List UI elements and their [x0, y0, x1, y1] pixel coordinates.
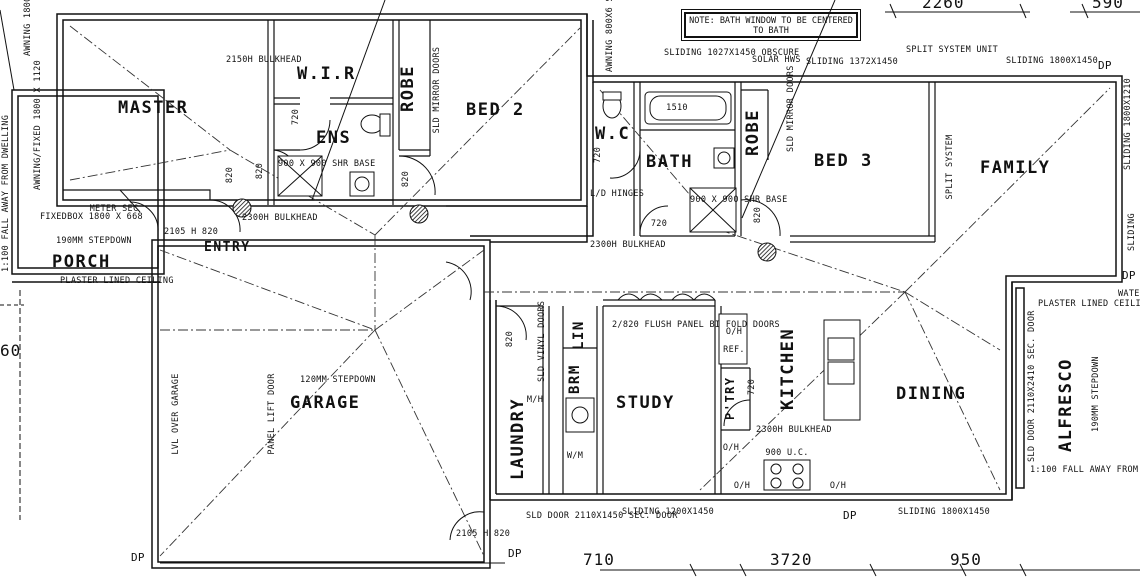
- room-entry: ENTRY: [204, 240, 251, 255]
- label-sld-door-alfresco: SLD DOOR 2110X2410 SEC. DOOR: [1027, 310, 1037, 462]
- label-820-bed3: 820: [753, 206, 763, 224]
- label-dp-right: DP: [1122, 269, 1136, 282]
- label-bulkhead-2300-bath: 2300H BULKHEAD: [590, 240, 666, 250]
- room-bed-3: BED 3: [814, 151, 873, 171]
- label-ref: REF.: [723, 345, 745, 355]
- room-brm: BRM: [567, 364, 583, 394]
- dim-590: 590: [1092, 0, 1124, 12]
- label-alfresco-fall: 1:100 FALL AWAY FROM DWELLING: [1030, 465, 1140, 475]
- room-wir: W.I.R: [297, 64, 356, 84]
- downpipe-markers: [232, 198, 777, 262]
- label-oh-4: O/H: [829, 481, 847, 491]
- room-porch: PORCH: [52, 252, 111, 272]
- room-family: FAMILY: [980, 158, 1051, 178]
- label-fold-doors: 2/820 FLUSH PANEL BI FOLD DOORS: [612, 320, 780, 330]
- label-shr-base-bath: 900 X 900 SHR BASE: [690, 195, 788, 205]
- label-sliding-bath: SLIDING 1027X1450 OBSCURE: [664, 48, 800, 58]
- label-820-wir: 820: [225, 166, 235, 184]
- room-laundry: LAUNDRY: [508, 397, 528, 480]
- label-alfresco-stepdown: 190MM STEPDOWN: [1091, 356, 1101, 432]
- door-swings: [129, 119, 781, 541]
- fixtures: [277, 91, 861, 491]
- label-sld-door-laundry: SLD DOOR 2110X1450 SEC. DOOR: [526, 511, 678, 521]
- dim-60: 60: [0, 341, 22, 360]
- room-pantry: P'TRY: [723, 376, 737, 420]
- label-alfresco-ceiling: PLASTER LINED CEILING: [1038, 299, 1140, 309]
- label-720-wc: 720: [593, 146, 603, 164]
- label-720-bath: 720: [650, 219, 668, 229]
- label-door-2105-entry: 2105 H 820: [164, 227, 219, 237]
- label-fixed-box: FIXEDBOX 1800 X 668: [40, 212, 143, 222]
- label-sliding-family: SLIDING 1800X1450: [1006, 56, 1099, 66]
- interior-walls: [63, 20, 936, 494]
- label-porch-ceiling: PLASTER LINED CEILING: [60, 276, 174, 286]
- label-lvl-over-garage: LVL OVER GARAGE: [171, 373, 181, 455]
- dimension-lines: [0, 3, 1140, 577]
- label-sliding-right-2: SLIDING: [1127, 213, 1137, 251]
- label-sld-vinyl-doors: SLD VINYL DOORS: [537, 300, 547, 382]
- room-lin: LIN: [571, 320, 587, 350]
- label-sliding-study: SLIDING 1200X1450: [622, 507, 715, 517]
- label-oh-2: O/H: [722, 443, 740, 453]
- label-awning-top-left: AWNING 1800X610: [23, 0, 33, 56]
- label-panel-lift-door: PANEL LIFT DOOR: [267, 373, 277, 455]
- label-820-ens: 820: [255, 162, 265, 180]
- label-bulkhead-2150: 2150H BULKHEAD: [226, 55, 302, 65]
- room-kitchen: KITCHEN: [778, 327, 798, 410]
- label-900-uc: 900 U.C.: [765, 448, 809, 458]
- dim-710: 710: [583, 550, 615, 569]
- label-bulkhead-2300-kitchen: 2300H BULKHEAD: [756, 425, 832, 435]
- label-sld-mirror-doors-1: SLD MIRROR DOORS: [432, 46, 442, 134]
- label-mh: M/H: [526, 395, 544, 405]
- label-fall-left: 1:100 FALL AWAY FROM DWELLING: [1, 114, 11, 272]
- label-sld-mirror-doors-2: SLD MIRROR DOORS: [786, 65, 796, 152]
- label-bath-tub: 1510: [666, 103, 688, 113]
- label-door-2105-garage: 2105 H 820: [456, 529, 511, 539]
- label-oh-1: O/H: [725, 327, 743, 337]
- label-820-bed2: 820: [401, 170, 411, 188]
- room-study: STUDY: [616, 393, 675, 413]
- room-alfresco: ALFRESCO: [1056, 358, 1076, 452]
- roof-lines: [69, 25, 1111, 557]
- label-sliding-right-1: SLIDING 1800X1210: [1123, 77, 1133, 170]
- room-robe-1: ROBE: [398, 65, 418, 112]
- label-sliding-dining: SLIDING 1800X1450: [898, 507, 991, 517]
- label-720-ens: 720: [291, 108, 301, 126]
- room-robe-2: ROBE: [743, 109, 763, 156]
- room-dining: DINING: [896, 384, 967, 404]
- room-garage: GARAGE: [290, 393, 361, 413]
- label-dp-bottom-left: DP: [131, 551, 145, 564]
- label-720-pantry: 720: [747, 378, 757, 396]
- label-oh-3: O/H: [733, 481, 751, 491]
- room-master: MASTER: [118, 98, 189, 118]
- label-ld-hinges: L/D HINGES: [590, 189, 645, 199]
- room-wc: W.C: [595, 124, 631, 144]
- room-bed-2: BED 2: [466, 100, 525, 120]
- label-split-system: SPLIT SYSTEM: [945, 134, 955, 200]
- label-wm: W/M: [566, 451, 584, 461]
- room-bath: BATH: [646, 152, 693, 172]
- room-ens: ENS: [316, 128, 352, 148]
- label-bulkhead-2300-ens: 2300H BULKHEAD: [242, 213, 318, 223]
- dim-2260: 2260: [922, 0, 965, 12]
- label-garage-stepdown: 120MM STEPDOWN: [300, 375, 376, 385]
- label-820-laundry: 820: [505, 330, 515, 348]
- bath-window-note: NOTE: BATH WINDOW TO BE CENTERED TO BATH: [689, 16, 853, 37]
- label-awning-sliding-obscure: AWNING 800X6 SLIDING 854X610 OBSCURE: [605, 0, 616, 72]
- label-dp-top: DP: [1098, 59, 1112, 72]
- label-meter-box: METER SEC: [89, 204, 139, 214]
- dim-950: 950: [950, 550, 982, 569]
- label-solar-hws: SOLAR HWS: [752, 55, 801, 65]
- label-sliding-bed3: SLIDING 1372X1450: [806, 57, 899, 67]
- note-box: NOTE: BATH WINDOW TO BE CENTERED TO BATH: [681, 9, 861, 41]
- label-dp-bottom-mid: DP: [843, 509, 857, 522]
- label-dp-bottom-garage: DP: [508, 547, 522, 560]
- label-water-tap: WATE TAP: [1118, 289, 1140, 299]
- label-porch-stepdown: 190MM STEPDOWN: [56, 236, 132, 246]
- label-split-unit: SPLIT SYSTEM UNIT: [906, 45, 999, 55]
- dim-3720: 3720: [770, 550, 813, 569]
- label-shr-base-ens: 900 X 900 SHR BASE: [278, 159, 376, 169]
- label-awning-fixed: AWNING/FIXED 1800 X 1120: [33, 59, 43, 190]
